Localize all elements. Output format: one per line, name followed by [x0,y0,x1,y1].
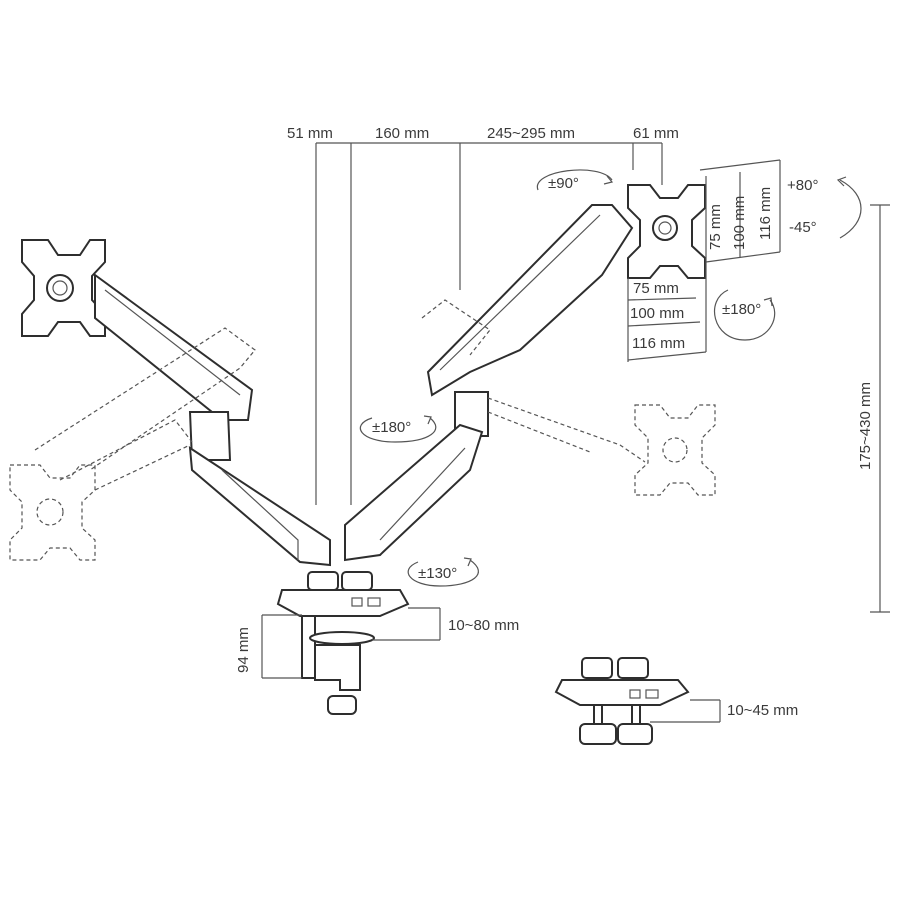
dim-245-295mm: 245~295 mm [487,125,575,142]
tilt-up-label: +80° [787,177,818,194]
left-vesa-plate-ghost [9,464,96,561]
vesa-v-100: 100 mm [731,196,748,250]
right-arm [344,204,634,562]
desk-base-clamp [276,571,410,715]
vesa-v-116: 116 mm [757,187,774,240]
base-rotation-arrow [407,557,479,587]
dim-51mm: 51 mm [287,125,333,142]
rotate-head-arrow [713,289,776,341]
tilt-down-label: -45° [789,219,817,236]
clamp-thickness-label: 10~80 mm [448,617,519,634]
tilt-arrow [836,176,862,239]
dim-160mm: 160 mm [375,125,429,142]
clamp-dimension-lines [261,607,441,679]
grommet-base [554,657,690,745]
rotate-head-label: ±180° [722,301,761,318]
right-vesa-plate [627,184,706,279]
height-dimension-line [870,204,890,613]
grommet-dimension-lines [650,699,721,723]
swivel-head-arrow [537,169,614,191]
left-arm [94,273,331,567]
top-dimension-lines [315,142,663,505]
vesa-h-100: 100 mm [630,305,684,322]
left-arm-ghost [34,327,256,491]
base-rotation-label: ±130° [418,565,457,582]
left-vesa-plate [21,239,106,337]
vesa-measure-box [627,159,781,362]
height-range-label: 175~430 mm [857,382,874,470]
dim-61mm: 61 mm [633,125,679,142]
arm-joint-label: ±180° [372,419,411,436]
right-arm-ghost [421,299,646,463]
clamp-height-label: 94 mm [235,627,252,673]
swivel-head-label: ±90° [548,175,579,192]
vesa-h-75: 75 mm [633,280,679,297]
arm-joint-arrow [359,415,437,443]
grommet-thickness-label: 10~45 mm [727,702,798,719]
right-vesa-plate-ghost [634,404,716,496]
vesa-h-116: 116 mm [632,335,685,352]
vesa-v-75: 75 mm [707,204,724,250]
